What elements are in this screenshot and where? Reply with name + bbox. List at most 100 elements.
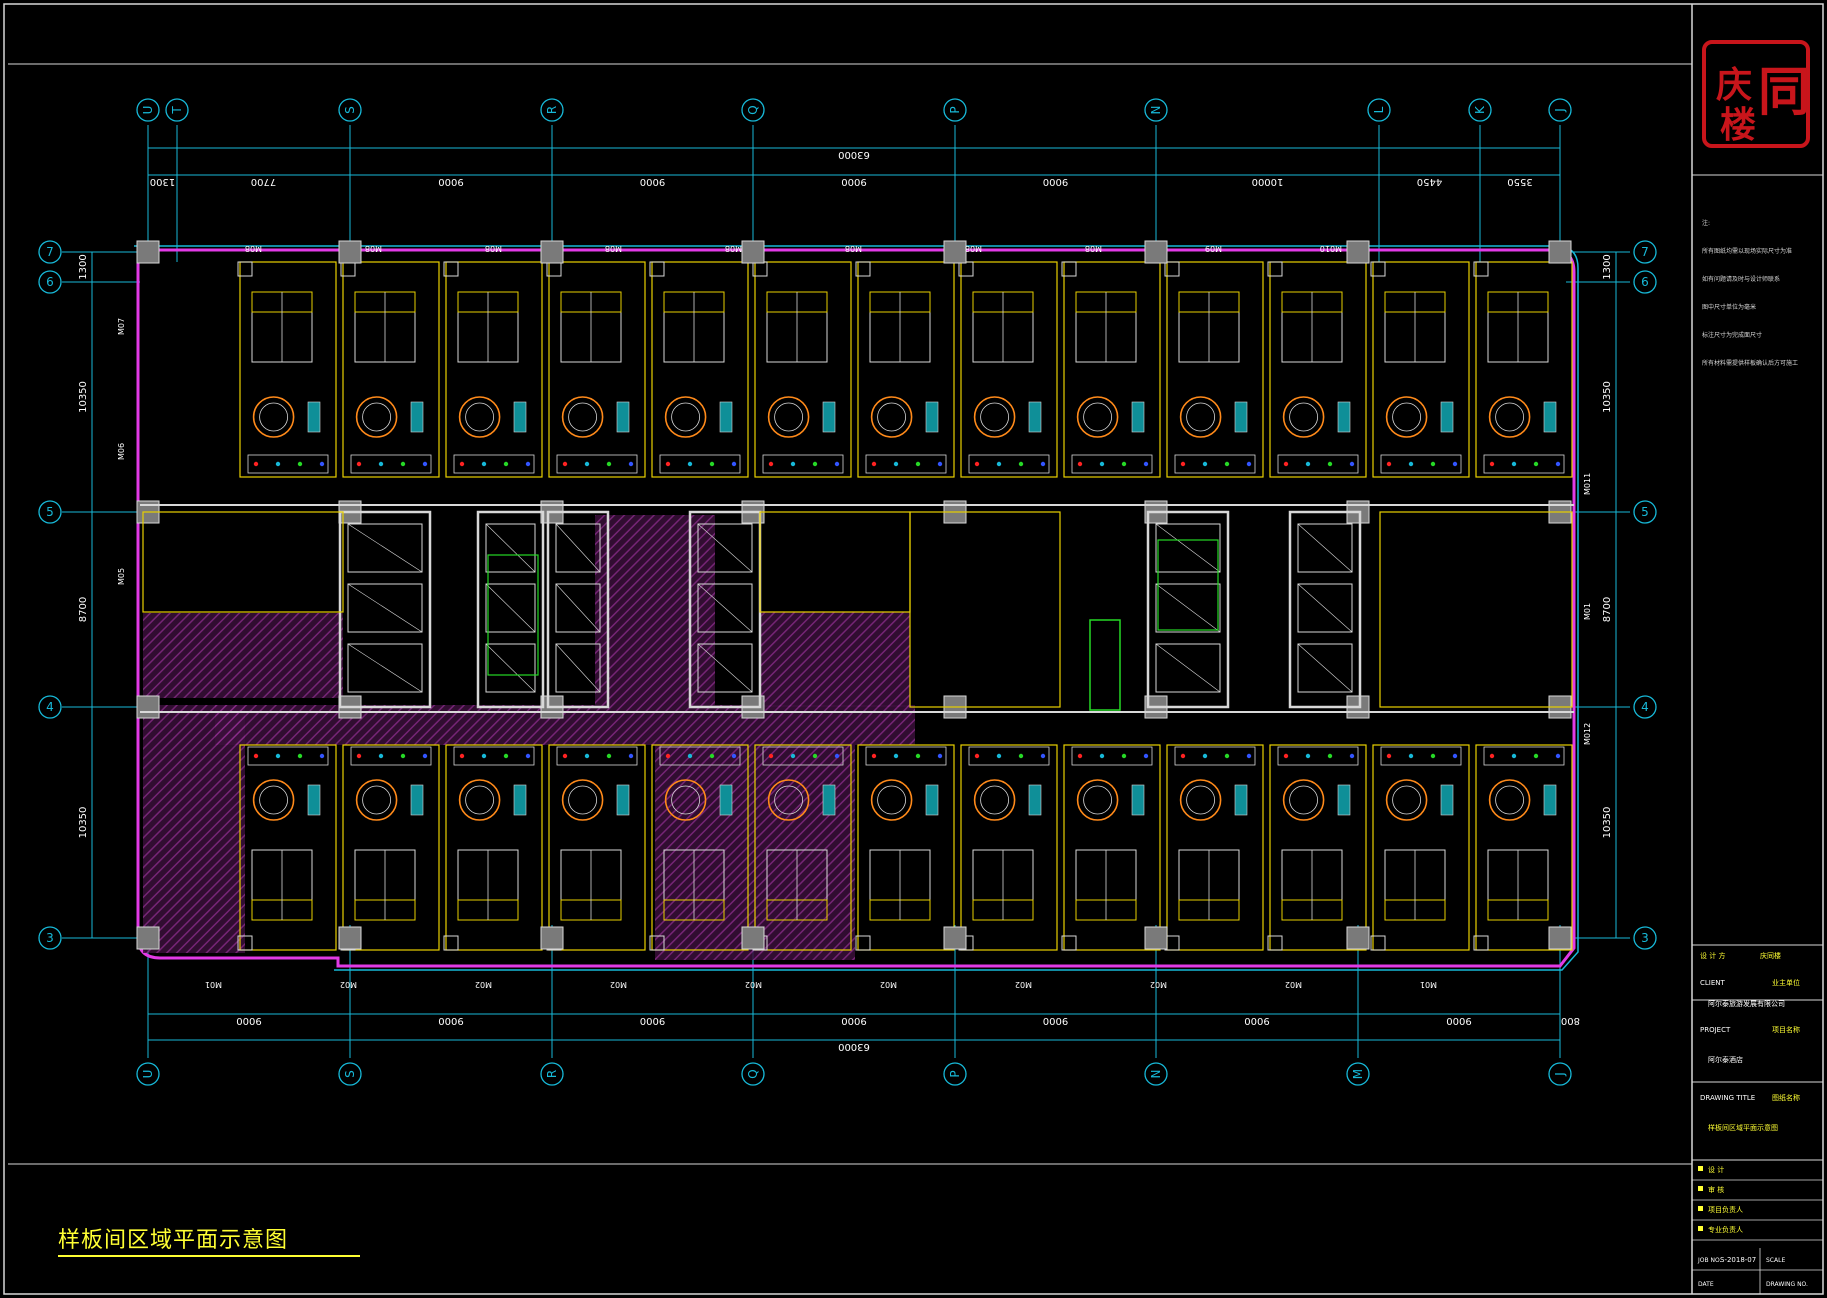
- core-cell: [485, 523, 536, 573]
- grid-bubble-left: 4: [46, 700, 54, 714]
- bath-inner: [1392, 785, 1421, 815]
- grid-bubble-top-circle: [540, 98, 564, 122]
- wardrobe: [865, 746, 947, 766]
- green-stair: [487, 554, 539, 676]
- shower-panel: [925, 401, 939, 433]
- grid-bubble-top-circle: [741, 98, 765, 122]
- shower-panel: [822, 784, 836, 816]
- guest-room-bottom: [237, 744, 337, 951]
- core-shaft: [476, 510, 545, 709]
- core-cross: [485, 643, 536, 693]
- wardrobe: [1071, 454, 1153, 474]
- fixture-dot: [422, 461, 428, 467]
- window-label-bottom: M01: [1420, 980, 1437, 989]
- grid-bubble-top-circle: [165, 98, 189, 122]
- window-label-top: M08: [725, 244, 742, 253]
- tb-client-value: 阿尔泰旅游发展有限公司: [1708, 999, 1785, 1008]
- bath-tub: [1179, 396, 1222, 438]
- fixture-dot: [562, 461, 568, 467]
- fixture-dot: [1305, 753, 1311, 759]
- grid-bubble-bottom-circle: [338, 1062, 362, 1086]
- fixture-dot: [709, 461, 715, 467]
- logo-seal: 庆 同 楼: [1702, 40, 1810, 148]
- room-outline: [960, 261, 1058, 478]
- grid-bubble-top: J: [1553, 108, 1567, 113]
- fixture-dot: [606, 753, 612, 759]
- core-cross: [555, 583, 601, 633]
- guest-room-bottom: [1267, 744, 1367, 951]
- core-cell: [697, 643, 753, 693]
- sample-room-hatch: [595, 515, 715, 705]
- fixture-dot: [1077, 461, 1083, 467]
- column: [443, 261, 459, 277]
- dim-top-segment: 9000: [640, 176, 665, 187]
- core-cell: [697, 583, 753, 633]
- fixture-dot: [1305, 461, 1311, 467]
- grid-bubble-bottom: M: [1351, 1069, 1365, 1079]
- core-cross: [1155, 523, 1221, 573]
- bath-inner: [671, 785, 700, 815]
- fixture-dot: [253, 461, 259, 467]
- tb-project-label-cn: 项目名称: [1772, 1025, 1800, 1034]
- column: [443, 935, 459, 951]
- room-outline: [342, 261, 440, 478]
- guest-room-top: [1164, 261, 1264, 478]
- grid-bubble-bottom-circle: [741, 1062, 765, 1086]
- fixture-dot: [1121, 753, 1127, 759]
- window-label-bottom: M02: [745, 980, 762, 989]
- room-outline: [445, 744, 543, 951]
- shower-panel: [1131, 784, 1145, 816]
- bath-tub: [1282, 779, 1325, 821]
- core-cell: [555, 643, 601, 693]
- fixture-dot: [481, 753, 487, 759]
- fixture-dot: [1533, 753, 1539, 759]
- note-line: 所有图纸均需以现场实际尺寸为准: [1702, 247, 1792, 255]
- shower-panel: [1337, 784, 1351, 816]
- shower-panel: [410, 401, 424, 433]
- logo-char-3: 楼: [1720, 104, 1757, 146]
- green-shaft: [1089, 619, 1121, 711]
- dim-right-segment: 10350: [1602, 381, 1613, 413]
- column: [1061, 261, 1077, 277]
- note-line: 标注尺寸为完成面尺寸: [1702, 331, 1762, 339]
- building-outer-line: [134, 245, 1579, 971]
- dim-bottom-total: 63000: [838, 1041, 870, 1052]
- grid-bubble-top-circle: [1548, 98, 1572, 122]
- dim-left-segment: 10350: [78, 807, 89, 839]
- shower-panel: [1131, 401, 1145, 433]
- core-cross: [1297, 643, 1353, 693]
- core-cell: [1297, 583, 1353, 633]
- bath-tub: [664, 779, 707, 821]
- fixture-dot: [871, 753, 877, 759]
- dim-top-segment: 9000: [438, 176, 463, 187]
- dim-bottom-end: 800: [1561, 1015, 1580, 1026]
- dim-right-segment: 8700: [1602, 597, 1613, 622]
- guest-room-top: [752, 261, 852, 478]
- dim-bottom-segment: 9000: [1446, 1015, 1471, 1026]
- fixture-dot: [297, 461, 303, 467]
- window-label-bottom: M02: [1150, 980, 1167, 989]
- wardrobe: [350, 454, 432, 474]
- grid-bubble-right-circle: [1633, 240, 1657, 264]
- core-cross: [697, 643, 753, 693]
- fixture-dot: [481, 461, 487, 467]
- building-boundary: [136, 248, 1576, 968]
- fixture-dot: [915, 753, 921, 759]
- fixture-dot: [1327, 753, 1333, 759]
- tb-designer-label: 设 计 方: [1700, 951, 1725, 960]
- core-cross: [555, 523, 601, 573]
- room-outline: [857, 744, 955, 951]
- column: [1473, 261, 1489, 277]
- grid-bubble-right: 7: [1641, 245, 1649, 259]
- bath-tub: [1488, 779, 1531, 821]
- fixture-dot: [1408, 753, 1414, 759]
- bath-inner: [980, 785, 1009, 815]
- shower-panel: [1337, 401, 1351, 433]
- structural-column: [943, 926, 967, 950]
- structural-column: [741, 926, 765, 950]
- shower-panel: [410, 784, 424, 816]
- core-cross: [697, 583, 753, 633]
- structural-column: [943, 240, 967, 264]
- fixture-dot: [1099, 753, 1105, 759]
- fixture-dot: [687, 461, 693, 467]
